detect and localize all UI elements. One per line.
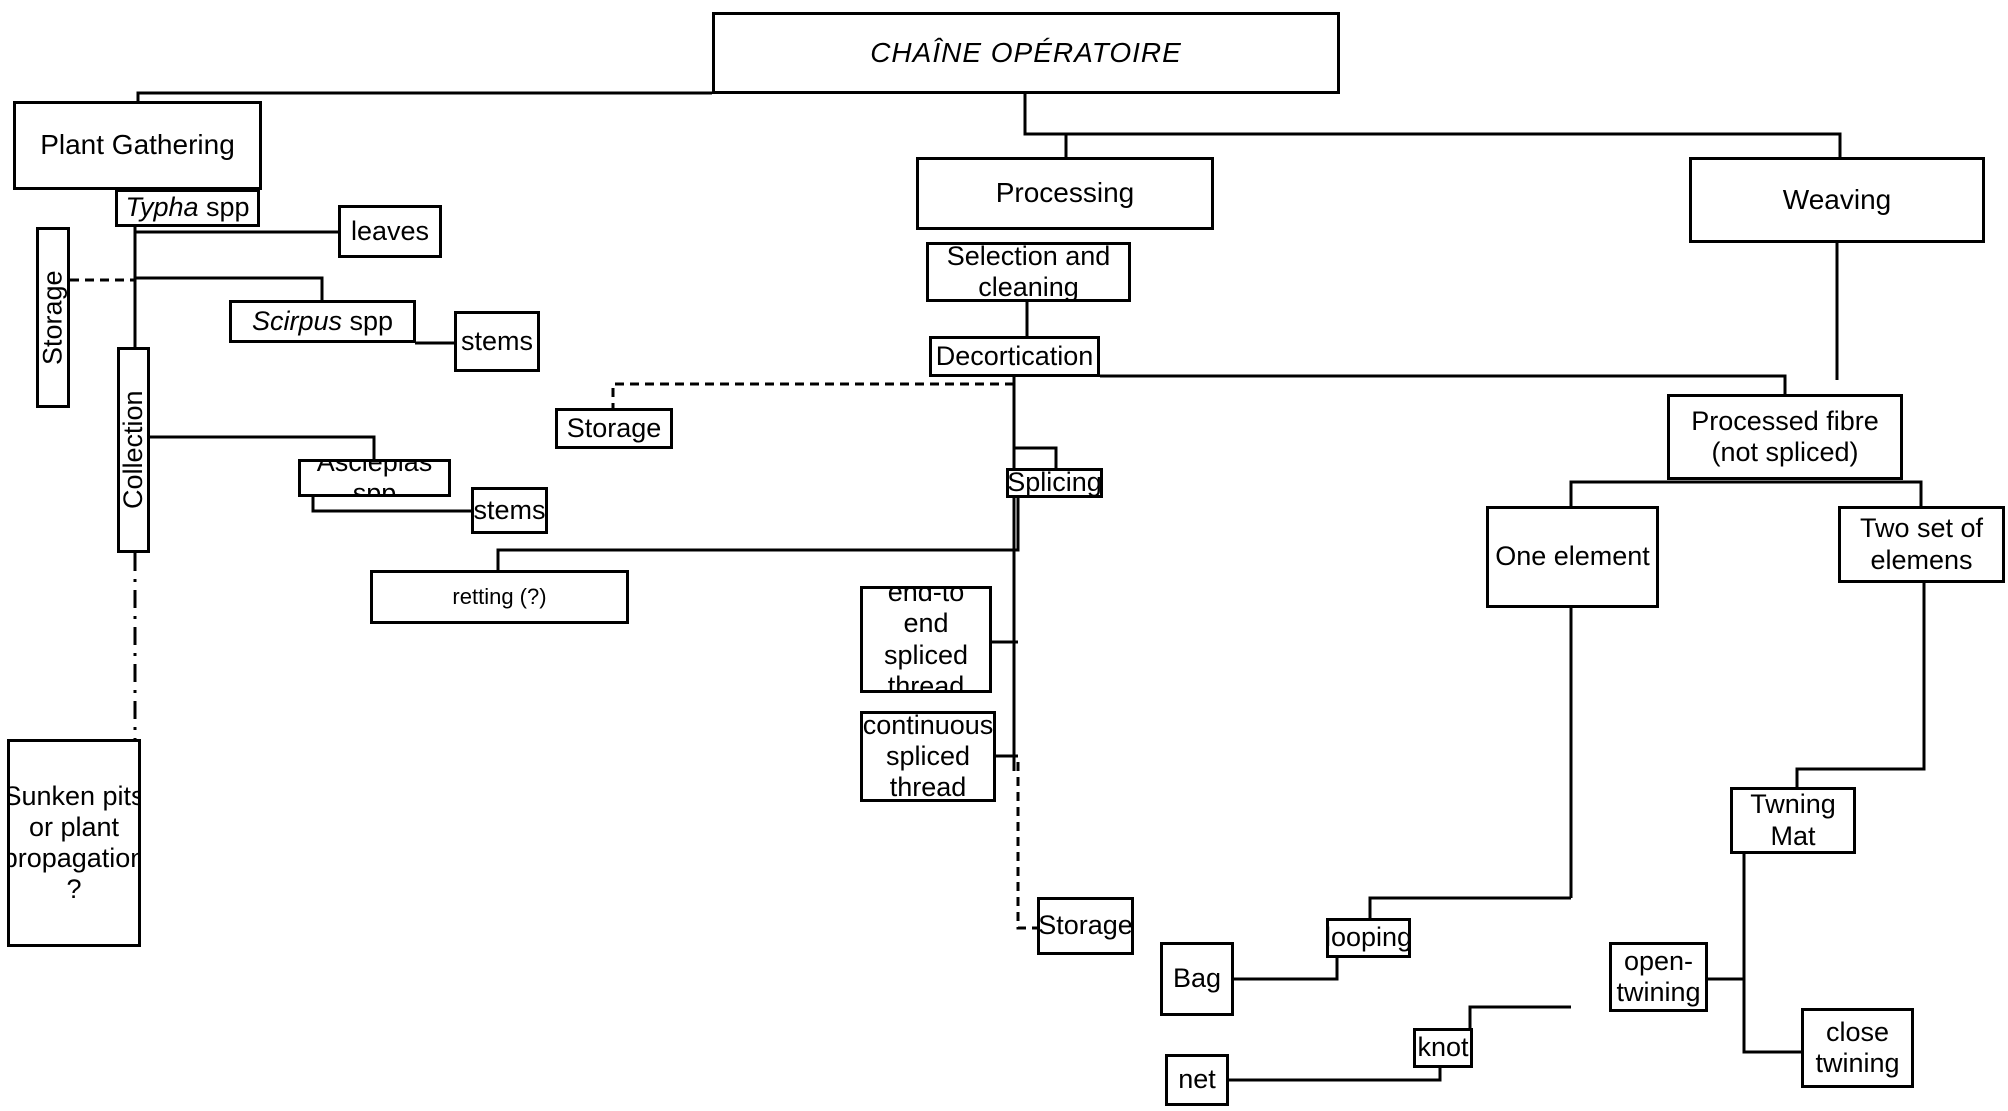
node-retting-label: retting (?) bbox=[452, 584, 547, 610]
node-splicing-label: Splicing bbox=[1007, 468, 1102, 498]
node-stems-1-label: stems bbox=[460, 325, 533, 356]
node-typha: Typha spp bbox=[115, 189, 260, 227]
node-close-twining-label: close twining bbox=[1815, 1016, 1900, 1078]
node-two-set-label: Two set of elemens bbox=[1859, 513, 1984, 575]
node-bag: Bag bbox=[1160, 942, 1234, 1016]
node-open-twining-label: open-twining bbox=[1616, 945, 1701, 1007]
node-open-twining: open-twining bbox=[1609, 942, 1708, 1012]
node-sunken-pits: Sunken pits or plant propagation ? bbox=[7, 739, 141, 947]
node-knot-label: knot bbox=[1417, 1032, 1469, 1063]
node-continuous-label: continuous spliced thread bbox=[862, 711, 994, 802]
node-bag-label: Bag bbox=[1172, 963, 1222, 994]
node-weaving: Weaving bbox=[1689, 157, 1985, 243]
node-storage-left-label: Storage bbox=[37, 270, 68, 365]
node-knot: knot bbox=[1413, 1028, 1473, 1068]
node-storage-left: Storage bbox=[36, 227, 70, 408]
node-net-label: net bbox=[1178, 1064, 1216, 1095]
node-continuous: continuous spliced thread bbox=[860, 711, 996, 802]
node-processed-fibre: Processed fibre (not spliced) bbox=[1667, 394, 1903, 480]
diagram-title-text: CHAÎNE OPÉRATOIRE bbox=[870, 36, 1182, 68]
node-net: net bbox=[1165, 1054, 1229, 1106]
node-collection: Collection bbox=[117, 347, 150, 553]
node-storage-bottom-label: Storage bbox=[1038, 910, 1133, 941]
node-decortication: Decortication bbox=[929, 336, 1100, 377]
node-stems-2: stems bbox=[471, 487, 548, 534]
node-collection-label: Collection bbox=[117, 390, 148, 510]
node-weaving-label: Weaving bbox=[1782, 183, 1892, 215]
node-one-element: One element bbox=[1486, 506, 1659, 608]
node-splicing: Splicing bbox=[1006, 468, 1103, 498]
node-looping-label: looping bbox=[1326, 922, 1411, 953]
node-leaves: leaves bbox=[338, 205, 442, 258]
node-twining-mat: Twning Mat bbox=[1730, 787, 1856, 854]
node-processing: Processing bbox=[916, 157, 1214, 230]
node-selection-cleaning-label: Selection and cleaning bbox=[946, 242, 1111, 302]
node-sunken-pits-label: Sunken pits or plant propagation ? bbox=[7, 780, 141, 905]
node-storage-mid-label: Storage bbox=[566, 412, 662, 443]
node-leaves-label: leaves bbox=[350, 215, 430, 246]
node-processing-label: Processing bbox=[995, 177, 1135, 209]
node-end-to-end: end-to end spliced thread bbox=[860, 586, 992, 693]
node-selection-cleaning: Selection and cleaning bbox=[926, 242, 1131, 302]
node-plant-gathering-label: Plant Gathering bbox=[40, 129, 235, 161]
node-scirpus-label: Scirpus spp bbox=[251, 305, 394, 336]
node-end-to-end-label: end-to end spliced thread bbox=[883, 586, 969, 693]
node-storage-mid: Storage bbox=[555, 408, 673, 449]
node-scirpus: Scirpus spp bbox=[229, 300, 416, 343]
node-processed-fibre-label: Processed fibre (not spliced) bbox=[1691, 405, 1879, 467]
node-twining-mat-label: Twning Mat bbox=[1750, 789, 1836, 851]
node-stems-1: stems bbox=[454, 311, 540, 372]
node-asclepias: Asclepias spp bbox=[298, 459, 451, 497]
node-decortication-label: Decortication bbox=[935, 340, 1094, 371]
node-plant-gathering: Plant Gathering bbox=[13, 101, 262, 190]
node-stems-2-label: stems bbox=[473, 494, 546, 525]
node-close-twining: close twining bbox=[1801, 1008, 1914, 1088]
node-one-element-label: One element bbox=[1495, 541, 1650, 572]
diagram-title: CHAÎNE OPÉRATOIRE bbox=[712, 12, 1340, 94]
node-storage-bottom: Storage bbox=[1037, 897, 1134, 955]
node-asclepias-label: Asclepias spp bbox=[316, 459, 433, 497]
node-typha-label: Typha spp bbox=[125, 192, 250, 223]
node-two-set: Two set of elemens bbox=[1838, 506, 2005, 583]
node-looping: looping bbox=[1326, 918, 1411, 958]
node-retting: retting (?) bbox=[370, 570, 629, 624]
